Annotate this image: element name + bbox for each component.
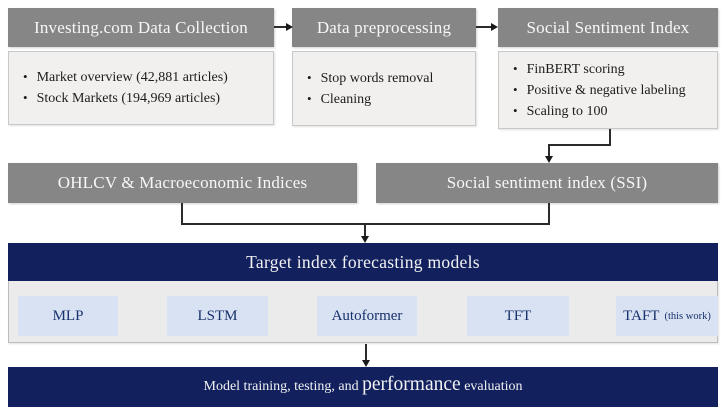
- arrow-line: [476, 26, 492, 28]
- model-chip-taft-label: TAFT: [623, 307, 660, 324]
- footer-text-pre: Model training, testing, and: [203, 379, 363, 394]
- bullet-item: Stop words removal: [307, 68, 469, 89]
- bullet-box-preprocessing: Stop words removal Cleaning: [292, 51, 476, 126]
- model-chip-lstm: LSTM: [167, 296, 268, 336]
- bullet-item: Stock Markets (194,969 articles): [23, 88, 267, 109]
- model-chip-taft-note: (this work): [664, 310, 711, 322]
- model-chip-tft: TFT: [467, 296, 569, 336]
- footer-text-emphasis: performance: [362, 374, 461, 395]
- bullet-item: Market overview (42,881 articles): [23, 67, 267, 88]
- model-chip-taft: TAFT (this work): [616, 296, 718, 336]
- footer-text-post: evaluation: [460, 379, 523, 394]
- arrow-right-icon: [491, 23, 498, 31]
- connector-line: [548, 144, 550, 157]
- ssi-box: Social sentiment index (SSI): [376, 163, 718, 203]
- connector-line: [365, 344, 367, 361]
- stage-header-preprocessing: Data preprocessing: [292, 8, 476, 47]
- arrow-down-icon: [361, 236, 369, 243]
- connector-line: [548, 144, 611, 146]
- connector-line: [181, 203, 183, 225]
- connector-line: [609, 129, 611, 146]
- forecasting-models-header: Target index forecasting models: [8, 243, 718, 281]
- bullet-item: Cleaning: [307, 89, 469, 110]
- bullet-item: FinBERT scoring: [513, 59, 711, 80]
- connector-line: [548, 203, 550, 225]
- model-chip-mlp: MLP: [18, 296, 118, 336]
- model-chip-autoformer: Autoformer: [317, 296, 417, 336]
- bullet-item: Scaling to 100: [513, 101, 711, 122]
- arrow-down-icon: [362, 360, 370, 367]
- stage-header-sentiment-index: Social Sentiment Index: [498, 8, 718, 47]
- arrow-down-icon: [545, 156, 553, 163]
- arrow-right-icon: [286, 23, 293, 31]
- stage-header-data-collection: Investing.com Data Collection: [8, 8, 274, 47]
- connector-line: [364, 223, 366, 237]
- bullet-box-sentiment-index: FinBERT scoring Positive & negative labe…: [498, 51, 718, 129]
- training-evaluation-bar: Model training, testing, and performance…: [8, 367, 718, 407]
- arrow-line: [274, 26, 287, 28]
- ohlcv-macro-box: OHLCV & Macroeconomic Indices: [8, 163, 357, 203]
- bullet-item: Positive & negative labeling: [513, 80, 711, 101]
- bullet-box-data-collection: Market overview (42,881 articles) Stock …: [8, 51, 274, 125]
